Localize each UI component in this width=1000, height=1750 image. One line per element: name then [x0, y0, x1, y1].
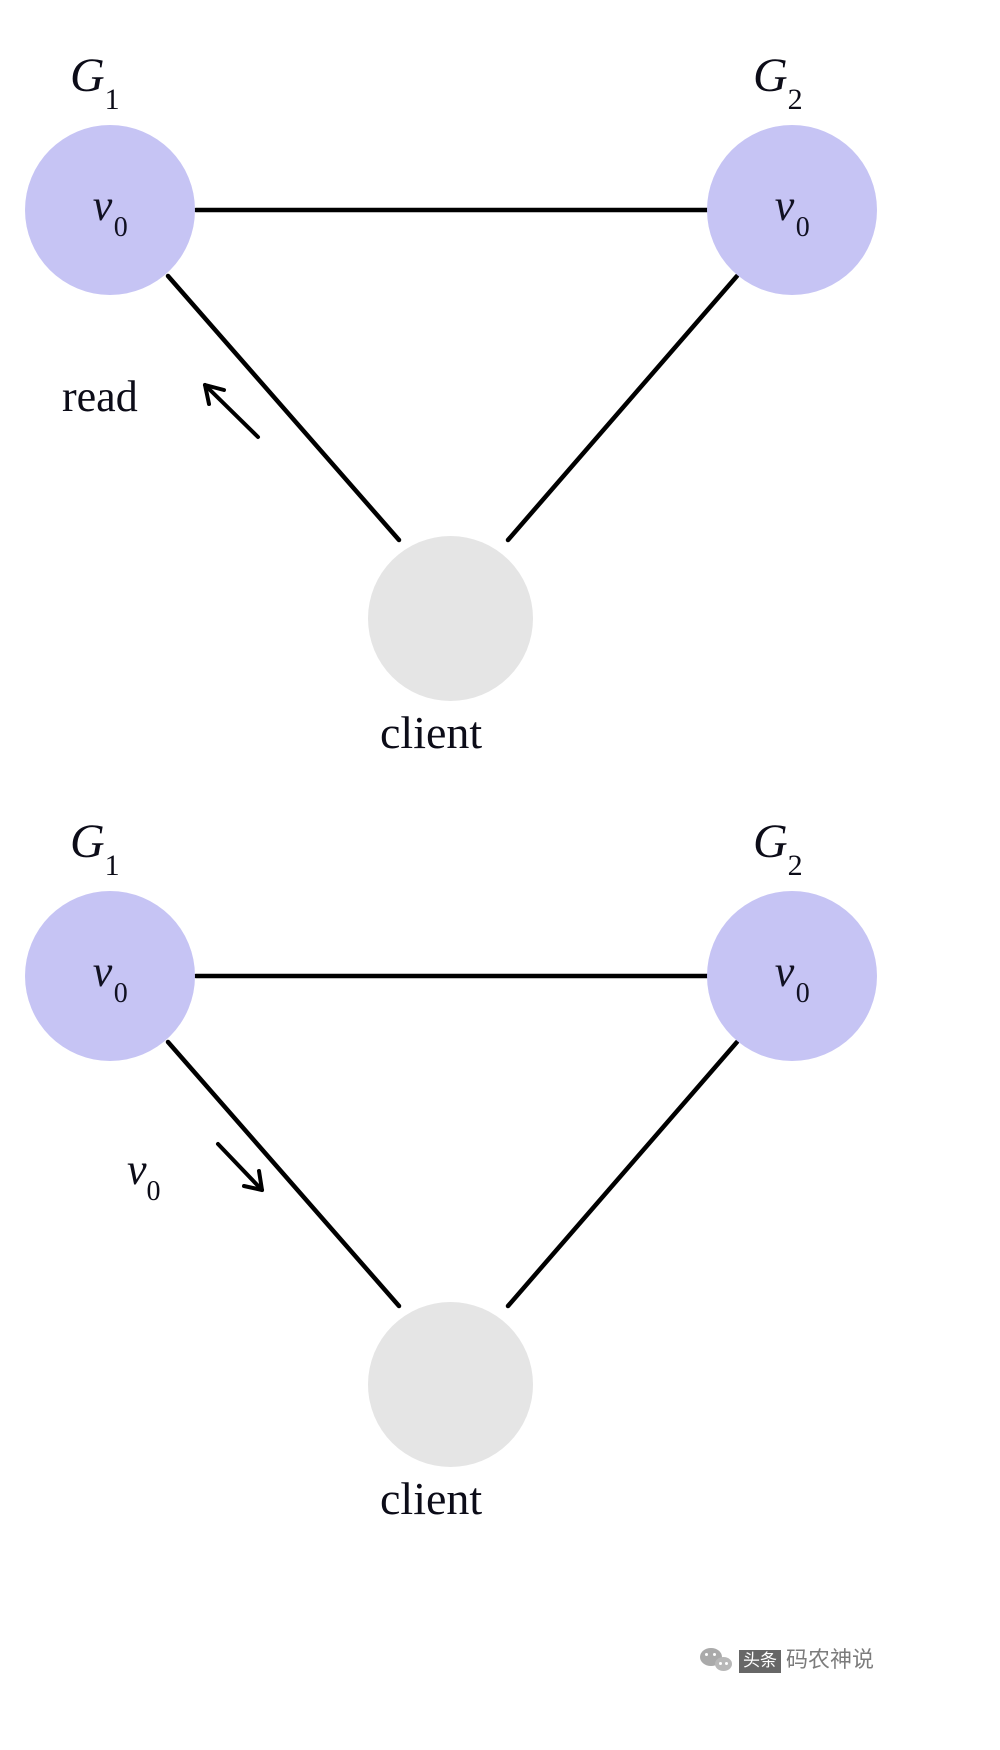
node-g1-v0-top[interactable]: v0 [25, 125, 195, 295]
watermark-text: 码农神说 [786, 1648, 875, 1673]
node-g1-v0-bottom-label: v0 [92, 947, 129, 1009]
edge-label-v0-bottom: v0 [127, 1145, 161, 1207]
caption-g2-bottom: G2 [753, 815, 803, 882]
node-client-top[interactable] [368, 536, 533, 701]
caption-g1-bottom: G1 [70, 815, 120, 882]
node-g2-v0-top[interactable]: v0 [707, 125, 877, 295]
node-g2-v0-bottom[interactable]: v0 [707, 891, 877, 1061]
caption-g1-top: G1 [70, 49, 120, 116]
panel-top: G1 G2 v0 v0 client read [0, 0, 1000, 800]
node-client-bottom-label: client [380, 1473, 483, 1524]
node-client-bottom[interactable] [368, 1302, 533, 1467]
node-g1-v0-top-label: v0 [92, 181, 129, 243]
chat-bubble-icon [700, 1648, 734, 1674]
watermark: 头条 码农神说 [700, 1648, 874, 1674]
panel-bottom: G1 G2 v0 v0 client v0 [0, 800, 1000, 1750]
node-client-top-label: client [380, 707, 483, 758]
node-g2-v0-top-label: v0 [774, 181, 811, 243]
caption-g2-top: G2 [753, 49, 803, 116]
node-g1-v0-bottom[interactable]: v0 [25, 891, 195, 1061]
watermark-badge: 头条 [739, 1649, 781, 1673]
node-g2-v0-bottom-label: v0 [774, 947, 811, 1009]
edge-label-read-top: read [62, 372, 138, 421]
